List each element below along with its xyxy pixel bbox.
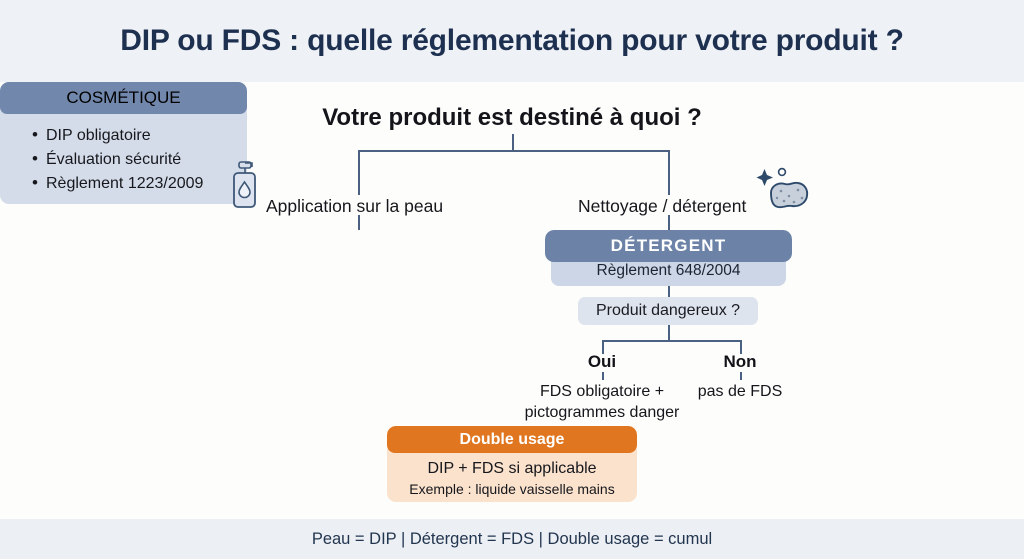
branch-label-right: Nettoyage / détergent (578, 196, 747, 216)
answer-result-non: pas de FDS (680, 381, 800, 402)
diagram-canvas: Votre produit est destiné à quoi ? Appli… (0, 82, 1024, 519)
connector-root-stem (512, 134, 514, 151)
connector-left-drop (358, 150, 360, 195)
connector-no-drop (740, 340, 742, 354)
list-item: Évaluation sécurité (32, 147, 247, 172)
root-question: Votre produit est destiné à quoi ? (322, 104, 702, 131)
answer-label-oui: Oui (587, 352, 617, 371)
connector-root-split (358, 150, 670, 152)
connector-yesno-split (602, 340, 742, 342)
double-usage-line1: DIP + FDS si applicable (427, 460, 597, 477)
double-usage-card[interactable]: DIP + FDS si applicable Exemple : liquid… (387, 426, 637, 502)
header-band: DIP ou FDS : quelle réglementation pour … (0, 0, 1024, 82)
double-usage-title: Double usage (387, 426, 637, 453)
sponge-icon (756, 166, 812, 219)
answer-label-non: Non (723, 352, 757, 371)
answer-result-oui-line1: FDS obligatoire + (539, 383, 665, 400)
detergent-card-title: DÉTERGENT (545, 230, 792, 262)
double-usage-line2: Exemple : liquide vaisselle mains (409, 481, 615, 497)
connector-right-drop (668, 150, 670, 195)
answer-result-oui: FDS obligatoire + pictogrammes danger (512, 381, 692, 423)
list-item: Règlement 1223/2009 (32, 171, 247, 196)
answer-result-non-line1: pas de FDS (697, 383, 783, 400)
connector-non-stem (740, 372, 742, 380)
connector-left-to-card (358, 215, 360, 230)
answer-result-oui-line2: pictogrammes danger (524, 404, 680, 421)
double-usage-body: DIP + FDS si applicable Exemple : liquid… (387, 449, 637, 502)
footer-band: Peau = DIP | Détergent = FDS | Double us… (0, 519, 1024, 559)
connector-card-to-question (668, 286, 670, 299)
connector-question-stem (668, 325, 670, 342)
connector-oui-stem (602, 372, 604, 380)
connector-right-to-card (668, 215, 670, 230)
cosmetique-card[interactable]: COSMÉTIQUE DIP obligatoire Évaluation sé… (0, 82, 247, 204)
page-title: DIP ou FDS : quelle réglementation pour … (120, 24, 904, 57)
branch-label-left: Application sur la peau (266, 196, 444, 216)
detergent-card[interactable]: Règlement 648/2004 DÉTERGENT (545, 230, 792, 292)
footer-summary: Peau = DIP | Détergent = FDS | Double us… (311, 529, 713, 548)
cosmetique-card-title: COSMÉTIQUE (0, 82, 247, 114)
danger-question-pill[interactable]: Produit dangereux ? (578, 297, 758, 325)
connector-yes-drop (602, 340, 604, 354)
list-item: DIP obligatoire (32, 123, 247, 148)
cosmetique-card-body: DIP obligatoire Évaluation sécurité Règl… (0, 114, 247, 204)
